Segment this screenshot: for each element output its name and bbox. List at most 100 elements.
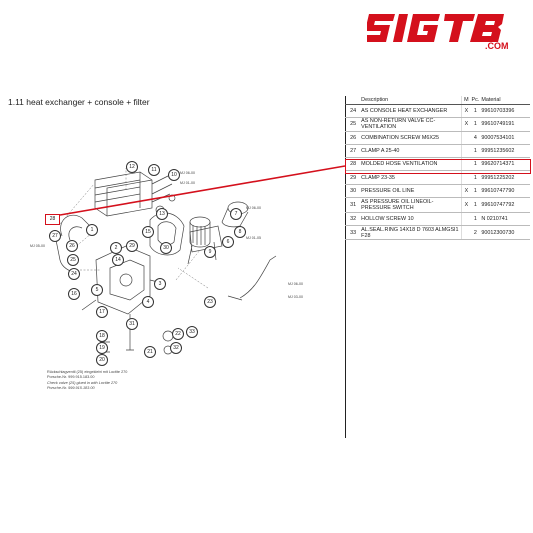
cell-pc: 1 (470, 117, 481, 132)
callout: 21 (144, 346, 156, 358)
footnote: Rückschlagventil (25) eingeklebt mit Loc… (47, 370, 128, 374)
cell-description: HOLLOW SCREW 10 (360, 212, 463, 227)
callout: 13 (156, 208, 168, 220)
cell-m (461, 170, 471, 185)
cell-description: PRESSURE OIL LINE (360, 184, 463, 199)
cell-pc: 2 (470, 225, 481, 240)
table-left-border (345, 96, 347, 438)
cell-pc: 4 (470, 131, 481, 145)
header-pos (345, 96, 361, 105)
callout: 4 (142, 296, 154, 308)
callout: 9 (204, 246, 216, 258)
cell-material: 99951235602 (480, 144, 530, 159)
callout: 26 (66, 240, 78, 252)
heat-exchanger-part (94, 171, 153, 217)
cell-m (461, 144, 471, 159)
reference-code: MJ 01-00 (180, 181, 195, 185)
reference-code: MJ 01-05 (246, 236, 261, 240)
cell-m: X (461, 184, 471, 199)
parts-table: Description M Pc. Material 24 AS CONSOLE… (345, 96, 530, 240)
cell-material: N 0210741 (480, 212, 530, 227)
callout: 19 (96, 342, 108, 354)
callout: 33 (186, 326, 198, 338)
callout: 31 (126, 318, 138, 330)
callout: 2 (110, 242, 122, 254)
header-description: Description (360, 96, 463, 105)
table-row[interactable]: 30 PRESSURE OIL LINE X 1 99610747790 (345, 184, 530, 199)
cell-pos: 26 (345, 131, 361, 145)
table-row[interactable]: 32 HOLLOW SCREW 10 1 N 0210741 (345, 212, 530, 227)
table-row[interactable]: 31 AS PRESSURE OIL LINEOIL-PRESSURE SWIT… (345, 197, 530, 214)
header-pc: Pc. (470, 96, 481, 105)
callout: 5 (91, 284, 103, 296)
cell-pos: 31 (345, 197, 361, 214)
table-row-highlighted[interactable]: 28 MOLDED HOSE VENTILATION 1 99620714371 (345, 157, 530, 172)
callout: 32 (170, 342, 182, 354)
header-material: Material (480, 96, 530, 105)
cell-m (461, 225, 471, 240)
callout: 30 (160, 242, 172, 254)
callout: 15 (142, 226, 154, 238)
cell-material: 90007534101 (480, 131, 530, 145)
callout: 10 (168, 169, 180, 181)
table-row[interactable]: 26 COMBINATION SCREW M6X25 4 90007534101 (345, 131, 530, 145)
header-m: M (461, 96, 471, 105)
cell-material: 99610747792 (480, 197, 530, 214)
cell-pos: 27 (345, 144, 361, 159)
sigtb-logo (367, 14, 504, 42)
cell-material: 99620714371 (480, 157, 530, 172)
cell-pc: 1 (470, 212, 481, 227)
logo-domain: .COM (485, 41, 509, 51)
callout: 18 (96, 330, 108, 342)
callout: 17 (96, 306, 108, 318)
cell-description: COMBINATION SCREW M6X25 (360, 131, 463, 145)
callout: 6 (222, 236, 234, 248)
callout: 25 (67, 254, 79, 266)
cell-material: 90012300730 (480, 225, 530, 240)
cell-m: X (461, 117, 471, 132)
highlighted-callout[interactable]: 28 (45, 214, 60, 225)
cell-pos: 25 (345, 117, 361, 132)
callout: 20 (96, 354, 108, 366)
table-row[interactable]: 29 CLAMP 23-35 1 99951225202 (345, 170, 530, 185)
cell-m (461, 212, 471, 227)
reference-code: MJ 06-00 (180, 171, 195, 175)
callout: 8 (234, 226, 246, 238)
callout: 22 (172, 328, 184, 340)
table-row[interactable]: 27 CLAMP A 25-40 1 99951235602 (345, 144, 530, 159)
reference-code: MJ 06-00 (246, 206, 261, 210)
cell-pc: 1 (470, 144, 481, 159)
cell-pc: 1 (470, 157, 481, 172)
cell-m: X (461, 104, 471, 119)
callout: 29 (126, 240, 138, 252)
cell-m (461, 131, 471, 145)
callout: 7 (230, 208, 242, 220)
cell-material: 99610747790 (480, 184, 530, 199)
callout: 12 (126, 161, 138, 173)
cell-description: AS CONSOLE HEAT EXCHANGER (360, 104, 463, 119)
cell-pos: 24 (345, 104, 361, 119)
cell-pc: 1 (470, 184, 481, 199)
molded-hose-part (60, 214, 91, 237)
table-row[interactable]: 24 AS CONSOLE HEAT EXCHANGER X 1 9961070… (345, 104, 530, 119)
cell-pc: 1 (470, 197, 481, 214)
cell-description: AS PRESSURE OIL LINEOIL-PRESSURE SWITCH (360, 197, 463, 214)
callout: 24 (68, 268, 80, 280)
cell-m (461, 157, 471, 172)
callout: 1 (86, 224, 98, 236)
table-header-row: Description M Pc. Material (345, 96, 530, 105)
cell-description: CLAMP 23-35 (360, 170, 463, 185)
cell-pos: 32 (345, 212, 361, 227)
callout: 23 (204, 296, 216, 308)
cell-description: CLAMP A 25-40 (360, 144, 463, 159)
callout: 3 (154, 278, 166, 290)
table-row[interactable]: 33 AL.SEAL.RING 14X18 D 7603 ALMGSI1 F28… (345, 225, 530, 240)
table-row[interactable]: 25 AS NON-RETURN VALVE CC-VENTILATION X … (345, 117, 530, 132)
cell-pos: 29 (345, 170, 361, 185)
parts-diagram: 10 11 12 13 14 15 6 7 8 9 27 26 25 24 5 … (0, 150, 345, 460)
section-title: 1.11 heat exchanger + console + filter (8, 97, 150, 107)
cell-pc: 1 (470, 104, 481, 119)
callout: 11 (148, 164, 160, 176)
cell-description: AL.SEAL.RING 14X18 D 7603 ALMGSI1 F28 (360, 225, 463, 240)
reference-code: MJ 05-00 (30, 244, 45, 248)
